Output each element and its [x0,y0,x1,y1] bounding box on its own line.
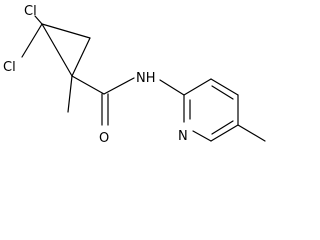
bond-c6-n [192,130,212,142]
bond-ccarbonyl-nh [103,77,135,95]
bond-ccl2-cq [41,23,73,77]
bond-c-cl-top [34,15,43,25]
bond-c3-c4-outer [210,78,239,96]
bond-nh-c2 [159,79,185,96]
atom-cl-left: Cl [3,60,16,75]
bond-c-cl-left [21,23,43,58]
bond-c5-methyl [237,124,266,142]
bond-ccl2-ch2 [41,23,91,39]
structure-diagram: Cl Cl NH O N [3,4,266,146]
bond-cq-methyl [67,75,73,113]
bond-cq-ccarbonyl [71,75,105,95]
atom-cl-top: Cl [24,4,37,19]
atom-o: O [99,131,109,146]
bond-c3-c4-inner [211,85,234,100]
atom-n-ring: N [178,129,188,144]
bond-ch2-cq [71,37,91,77]
bond-c2-c3 [183,78,212,96]
atom-nh: NH [136,71,156,86]
bond-c5-c6-outer [210,124,239,142]
bond-c5-c6-inner [211,120,234,135]
